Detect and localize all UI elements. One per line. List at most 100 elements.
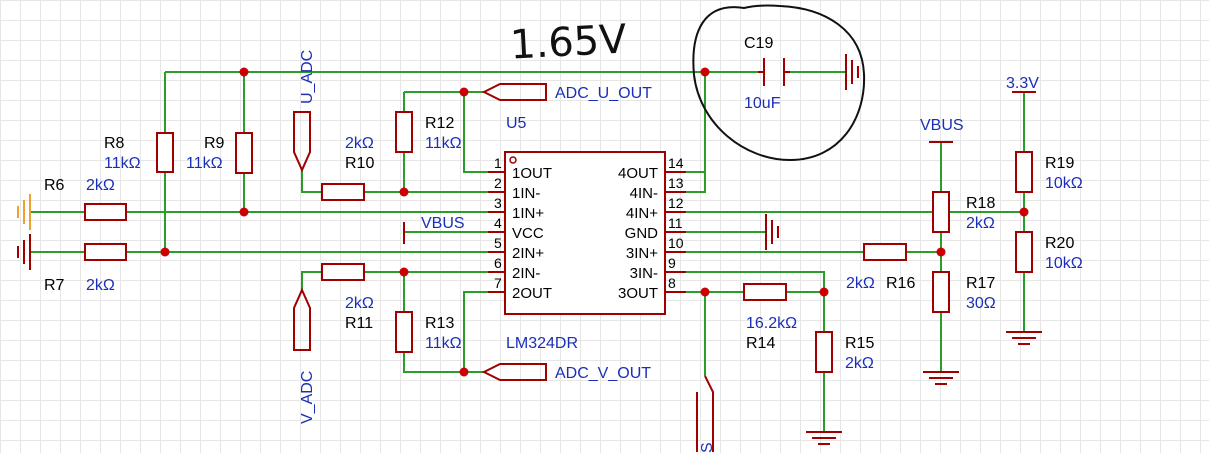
resistor-r14[interactable] — [743, 283, 787, 301]
resistor-r19[interactable] — [1015, 151, 1033, 193]
value-r7: 2kΩ — [86, 277, 115, 294]
value-r9: 11kΩ — [186, 155, 223, 172]
designator-r15: R15 — [845, 335, 874, 352]
ic-right-pin-names: 4OUT 4IN- 4IN+ GND 3IN+ 3IN- 3OUT — [618, 165, 658, 302]
ground-symbol-r7 — [17, 234, 31, 270]
junction — [239, 67, 249, 77]
junction — [936, 247, 946, 257]
port-adc-u-out[interactable] — [481, 83, 547, 101]
ic-designator: U5 — [506, 115, 527, 132]
value-r12: 11kΩ — [425, 135, 462, 152]
value-r11: 2kΩ — [345, 295, 374, 312]
pin-name: 4OUT — [618, 165, 658, 182]
designator-r17: R17 — [966, 275, 995, 292]
junction — [700, 67, 710, 77]
designator-r19: R19 — [1045, 155, 1074, 172]
resistor-r12[interactable] — [395, 111, 413, 153]
value-r17: 30Ω — [966, 295, 996, 312]
resistor-r6[interactable] — [84, 203, 127, 221]
value-r6: 2kΩ — [86, 177, 115, 194]
designator-r18: R18 — [966, 195, 995, 212]
designator-r12: R12 — [425, 115, 454, 132]
port-u-adc[interactable] — [293, 111, 311, 173]
pin-number: 11 — [668, 215, 683, 231]
ic-part-number: LM324DR — [506, 335, 578, 352]
value-r13: 11kΩ — [425, 335, 462, 352]
junction — [1019, 207, 1029, 217]
pin-name: GND — [625, 225, 659, 242]
value-r20: 10kΩ — [1045, 255, 1083, 272]
ground-symbol — [845, 54, 859, 90]
resistor-r10[interactable] — [321, 183, 365, 201]
ic-left-pin-names: 1OUT 1IN- 1IN+ VCC 2IN+ 2IN- 2OUT — [512, 165, 552, 302]
handwritten-voltage-note: 1.65V — [509, 17, 628, 69]
designator-r11: R11 — [345, 315, 373, 332]
net-labels: ADC_U_OUT ADC_V_OUT VBUS VBUS 3.3V U_ADC… — [299, 50, 1039, 453]
pin-number: 12 — [668, 195, 684, 211]
pin-number: 3 — [494, 195, 502, 211]
pin-number: 9 — [668, 255, 676, 271]
value-r14: 16.2kΩ — [746, 315, 797, 332]
power-flags — [403, 91, 1036, 244]
resistor-r20[interactable] — [1015, 231, 1033, 273]
port-s[interactable] — [696, 375, 714, 452]
designator-r8: R8 — [104, 135, 125, 152]
resistors — [84, 111, 1033, 373]
ic-right-pin-numbers: 14 13 12 11 10 9 8 — [668, 155, 684, 291]
pin-name: 1IN+ — [512, 205, 544, 222]
resistor-r15[interactable] — [815, 331, 833, 373]
resistor-r7[interactable] — [84, 243, 127, 261]
port-adc-v-out[interactable] — [481, 363, 547, 381]
designator-r9: R9 — [204, 135, 225, 152]
designator-r14: R14 — [746, 335, 775, 352]
pin-number: 10 — [668, 235, 684, 251]
junction — [160, 247, 170, 257]
net-label-s: S — [699, 442, 716, 453]
value-r16: 2kΩ — [846, 275, 875, 292]
pin-name: 4IN- — [630, 185, 658, 202]
pin-number: 1 — [494, 155, 502, 171]
resistor-r13[interactable] — [395, 311, 413, 353]
value-c19: 10uF — [744, 95, 781, 112]
component-labels: R6 2kΩ R7 2kΩ R8 11kΩ R9 11kΩ 2kΩ R10 R1… — [44, 35, 1083, 372]
capacitor-c19[interactable] — [758, 58, 790, 86]
resistor-r18[interactable] — [932, 191, 950, 233]
pin-name: 1IN- — [512, 185, 540, 202]
junction — [399, 267, 409, 277]
pin-number: 5 — [494, 235, 502, 251]
value-r15: 2kΩ — [845, 355, 874, 372]
pin-name: VCC — [512, 225, 544, 242]
net-label-3v3: 3.3V — [1006, 75, 1039, 92]
pin-number: 8 — [668, 275, 676, 291]
designator-r7: R7 — [44, 277, 65, 294]
pin-number: 4 — [494, 215, 502, 231]
pin-name: 3IN- — [630, 265, 658, 282]
junction — [700, 287, 710, 297]
grounds — [17, 54, 1042, 445]
resistor-r9[interactable] — [235, 132, 253, 174]
ground-symbol — [923, 371, 959, 385]
pin-name: 2IN+ — [512, 245, 544, 262]
designator-r16: R16 — [886, 275, 915, 292]
pin-name: 3IN+ — [626, 245, 658, 262]
net-ports — [293, 83, 714, 452]
junction — [459, 87, 469, 97]
designator-r6: R6 — [44, 177, 65, 194]
ic-left-pin-numbers: 1 2 3 4 5 6 7 — [494, 155, 502, 291]
designator-c19: C19 — [744, 35, 773, 52]
resistor-r17[interactable] — [932, 271, 950, 313]
ic-u5[interactable] — [488, 151, 686, 315]
value-r18: 2kΩ — [966, 215, 995, 232]
junction — [239, 207, 249, 217]
junction — [819, 287, 829, 297]
resistor-r11[interactable] — [321, 263, 365, 281]
pin-name: 3OUT — [618, 285, 658, 302]
resistor-r8[interactable] — [156, 132, 174, 173]
pin-number: 2 — [494, 175, 502, 191]
pin-number: 6 — [494, 255, 502, 271]
resistor-r16[interactable] — [863, 243, 907, 261]
value-r19: 10kΩ — [1045, 175, 1083, 192]
hand-drawn-circle — [692, 4, 866, 161]
port-v-adc[interactable] — [293, 287, 311, 351]
